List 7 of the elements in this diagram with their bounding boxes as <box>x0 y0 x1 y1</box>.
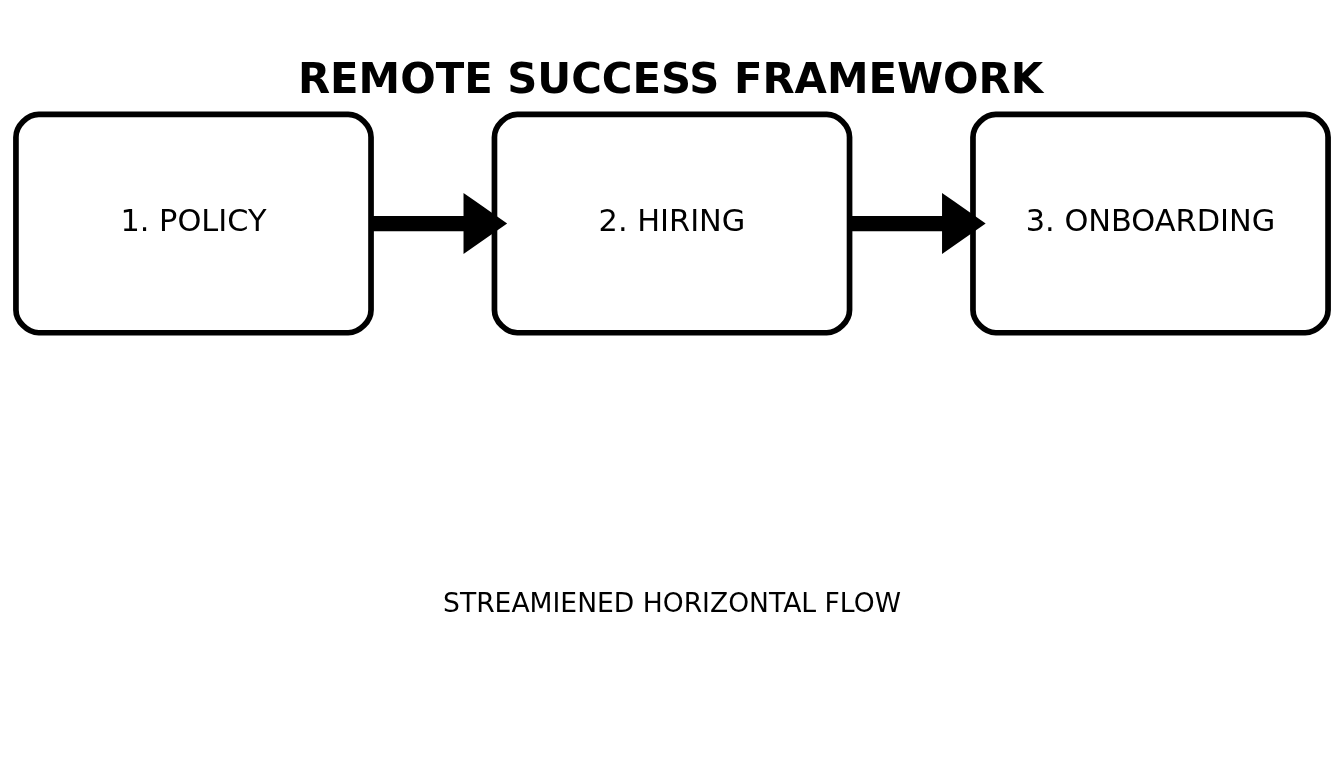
node-box: 1. POLICY <box>13 111 374 336</box>
node-box: 2. HIRING <box>491 111 853 336</box>
diagram-title: REMOTE SUCCESS FRAMEWORK <box>297 53 1044 103</box>
node-box: 3. ONBOARDING <box>970 111 1331 336</box>
caption: STREAMIENED HORIZONTAL FLOW <box>443 587 901 619</box>
arrow <box>849 193 986 255</box>
arrow <box>371 193 508 255</box>
